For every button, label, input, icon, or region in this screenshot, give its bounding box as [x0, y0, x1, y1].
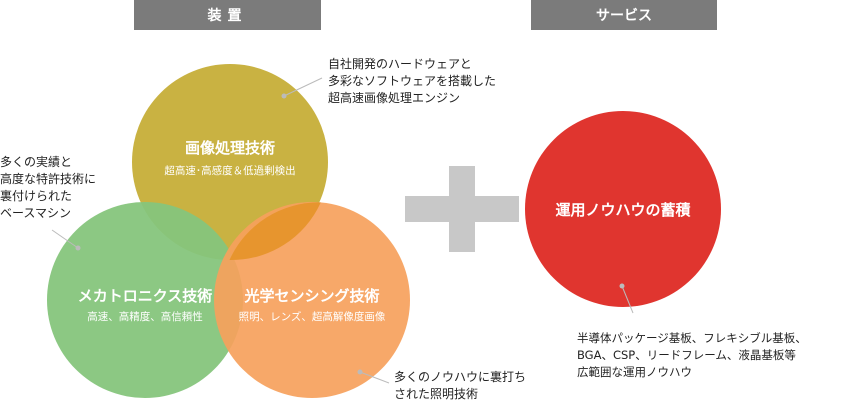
annotation-line: 自社開発のハードウェアと — [328, 57, 472, 71]
pointer-dot-lighting — [357, 369, 363, 375]
image-processing-title: 画像処理技術 — [184, 139, 275, 157]
annotation-line: 多くのノウハウに裏打ち — [394, 370, 527, 384]
annotation-substrates: 半導体パッケージ基板、フレキシブル基板、 BGA、CSP、リードフレーム、液晶基… — [577, 330, 807, 381]
mechatronics-subtitle: 高速、高精度、高信頼性 — [87, 311, 203, 323]
optical-sensing-title: 光学センシング技術 — [244, 287, 380, 305]
image-processing-subtitle: 超高速･高感度＆低過剰検出 — [164, 165, 296, 177]
annotation-line: 高度な特許技術に — [0, 172, 97, 186]
annotation-lighting: 多くのノウハウに裏打ち された照明技術 — [394, 369, 526, 403]
annotation-line: 超高速画像処理エンジン — [328, 91, 461, 105]
device-header: 装置 — [134, 0, 321, 30]
pointer-line-software — [283, 77, 323, 97]
mechatronics-circle — [47, 202, 243, 398]
plus-icon — [405, 166, 519, 252]
annotation-line: 広範囲な運用ノウハウ — [577, 365, 692, 379]
mechatronics-title: メカトロニクス技術 — [77, 287, 213, 305]
pointer-line-patents — [51, 229, 79, 249]
annotation-line: 半導体パッケージ基板、フレキシブル基板、 — [577, 331, 807, 345]
pointer-dot-software — [281, 93, 287, 99]
annotation-software: 自社開発のハードウェアと 多彩なソフトウェアを搭載した 超高速画像処理エンジン — [328, 56, 496, 107]
operational-knowhow-circle — [525, 111, 721, 307]
annotation-line: 多くの実績と — [0, 155, 73, 169]
annotation-line: 裏付けられた — [0, 189, 73, 203]
annotation-line: された照明技術 — [394, 387, 479, 401]
optical-sensing-subtitle: 照明、レンズ、超高解像度画像 — [238, 311, 386, 323]
pointer-line-lighting — [359, 371, 390, 384]
annotation-line: 多彩なソフトウェアを搭載した — [328, 74, 497, 88]
pointer-dot-substrates — [619, 283, 625, 289]
operational-knowhow-title: 運用ノウハウの蓄積 — [555, 201, 691, 219]
annotation-patents: 多くの実績と 高度な特許技術に 裏付けられた ベースマシン — [0, 154, 96, 222]
annotation-line: ベースマシン — [0, 206, 72, 220]
pointer-line-substrates — [621, 285, 634, 314]
image-optical-overlap — [229, 202, 321, 261]
pointer-dot-patents — [75, 245, 81, 251]
service-header: サービス — [531, 0, 717, 30]
annotation-line: BGA、CSP、リードフレーム、液晶基板等 — [577, 348, 796, 362]
